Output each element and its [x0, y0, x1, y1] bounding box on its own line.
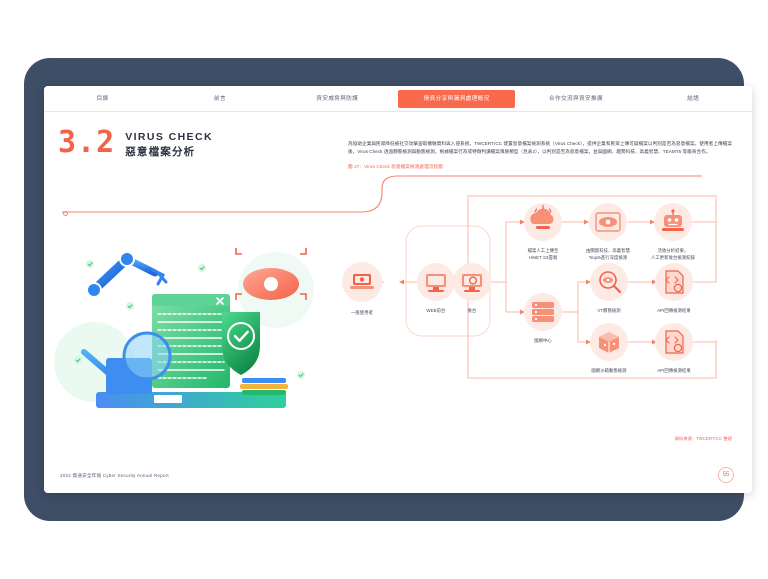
- diagram-node-backend: 後台: [453, 263, 491, 314]
- diagram-label-analysis-1: 活收分析結果，: [658, 247, 689, 254]
- nav-item-4[interactable]: 合作交流與資安推廣: [549, 95, 603, 102]
- diagram-node-deep-scan: 由關貿科技、高義智慧 Teqo5進行深度檢測: [586, 203, 631, 261]
- magnifier-icon: [109, 331, 172, 394]
- diagram-label-upload-2: HiNET S3雲端: [529, 254, 558, 261]
- nav-item-1[interactable]: 前言: [213, 95, 226, 102]
- section-title-en: VIRUS CHECK: [125, 131, 213, 143]
- section-heading: 3.2 VIRUS CHECK 惡意檔案分析: [58, 128, 213, 159]
- diagram-node-analysis: 活收分析結果， 人工更新後台檢測紀錄: [651, 203, 696, 261]
- diagram-label-vt: VT靜態檢測: [597, 307, 620, 314]
- diagram-label-api-1: API回傳檢測結果: [657, 307, 691, 314]
- diagram-label-upload-1: 檔案人工上傳至: [528, 247, 559, 254]
- page-content: 3.2 VIRUS CHECK 惡意檔案分析: [44, 112, 752, 493]
- diagram-label-backend: 後台: [468, 307, 477, 314]
- diagram-label-user: 一般使用者: [351, 309, 374, 316]
- diagram-node-nchc: 國網中心: [524, 293, 562, 344]
- eye-scanner-icon: [235, 248, 307, 300]
- desk-base: [96, 392, 286, 408]
- shield-check-icon: [222, 312, 260, 375]
- nav-item-0[interactable]: 目錄: [96, 95, 109, 102]
- diagram-node-sandbox: 國網沙箱動態檢測: [590, 323, 628, 374]
- diagram-node-web: WEB前台: [417, 263, 455, 314]
- diagram-label-nchc: 國網中心: [534, 337, 552, 344]
- nav-item-2[interactable]: 資安威脅與防護: [316, 95, 359, 102]
- page-footer: 2022 資通安全年報 Cyber Security Annual Report…: [44, 467, 752, 493]
- document-window-icon: [152, 294, 230, 388]
- diagram-label-deep-2: Teqo5進行深度檢測: [589, 254, 628, 261]
- diagram-label-analysis-2: 人工更新後台檢測紀錄: [651, 254, 696, 261]
- footer-report-title: 2022 資通安全年報 Cyber Security Annual Report: [60, 473, 169, 478]
- book-stack: [240, 378, 288, 395]
- decor-check-dots: [74, 260, 305, 379]
- flow-diagram: 一般使用者 WEB前台: [340, 190, 740, 441]
- diagram-node-upload: 檔案人工上傳至 HiNET S3雲端: [524, 203, 562, 261]
- diagram-label-api-2: API回傳檢測結果: [657, 367, 691, 374]
- close-icon: [216, 297, 224, 305]
- section-number: 3.2: [58, 125, 116, 160]
- diagram-node-vt: VT靜態檢測: [590, 263, 628, 314]
- diagram-label-web: WEB前台: [427, 307, 446, 314]
- diagram-node-user: 一般使用者: [342, 262, 382, 316]
- body-paragraph: 為協助企業與民眾降低被社交攻擊盜取機敏資料與入侵系統，TWCERT/CC 建置惡…: [348, 141, 732, 155]
- figure-caption: 圖 27：Virus Check 惡意檔案檢測處理流程圖: [348, 163, 443, 169]
- diagram-node-api-2: API回傳檢測結果: [655, 323, 693, 374]
- decorative-dot: [63, 211, 68, 216]
- virus-check-illustration: [54, 232, 344, 432]
- section-navbar: 目錄 前言 資安威脅與防護 情資分享與漏洞處理概況 合作交流與資安推廣 結語: [44, 86, 752, 112]
- diagram-node-api-1: API回傳檢測結果: [655, 263, 693, 314]
- diagram-label-deep-1: 由關貿科技、高義智慧: [586, 247, 631, 254]
- article-text-column: 為協助企業與民眾降低被社交攻擊盜取機敏資料與入侵系統，TWCERT/CC 建置惡…: [348, 140, 732, 170]
- document-page: 目錄 前言 資安威脅與防護 情資分享與漏洞處理概況 合作交流與資安推廣 結語 3…: [44, 86, 752, 493]
- diagram-source-note: 資料來源：TWCERT/CC 整理: [674, 436, 732, 441]
- page-number-badge: 55: [718, 467, 734, 483]
- nav-item-5[interactable]: 結語: [687, 95, 700, 102]
- section-title-zh: 惡意檔案分析: [125, 146, 196, 158]
- nav-item-3-active[interactable]: 情資分享與漏洞處理概況: [397, 89, 516, 108]
- diagram-label-sandbox: 國網沙箱動態檢測: [591, 367, 626, 374]
